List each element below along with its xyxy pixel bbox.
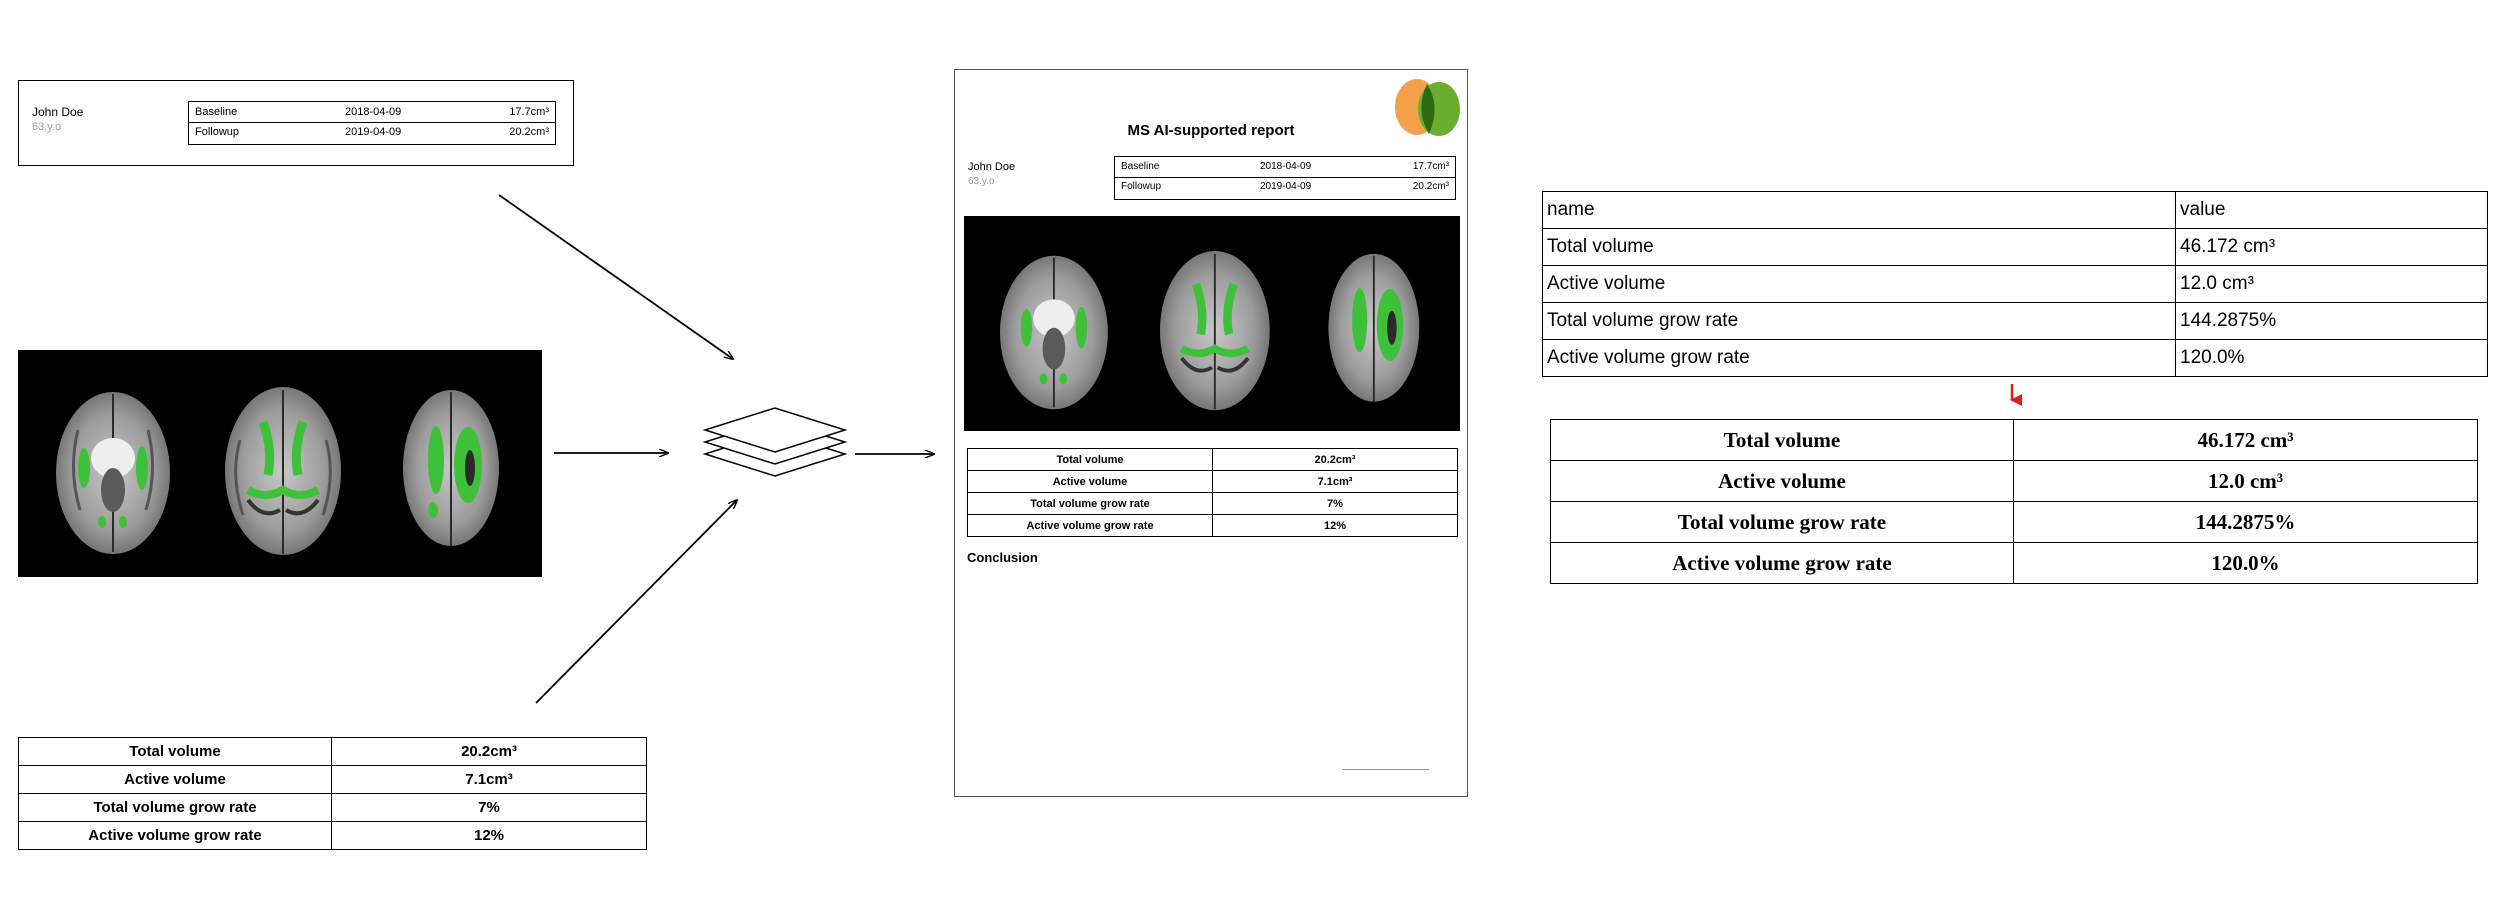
stat-value: 12%: [331, 821, 647, 850]
brain-slice-3: [403, 390, 499, 546]
exam-label: Baseline: [1121, 161, 1160, 172]
exam-row: Followup 2019-04-09 20.2cm³: [1115, 178, 1455, 197]
stat-value: 7%: [331, 793, 647, 822]
stat-value: 7.1cm³: [1212, 470, 1458, 493]
metric-name: Total volume: [1542, 228, 2176, 266]
exam-date: 2019-04-09: [1260, 181, 1312, 192]
stat-name: Active volume grow rate: [967, 514, 1213, 537]
arrow-from-stats: [535, 500, 737, 704]
table-row: Active volume grow rate 120.0%: [1542, 339, 2488, 377]
metric-name: Total volume grow rate: [1542, 302, 2176, 340]
table-row: Active volume grow rate 12%: [967, 514, 1458, 537]
exam-table: Baseline 2018-04-09 17.7cm³ Followup 201…: [1114, 156, 1456, 200]
exam-volume: 20.2cm³: [1412, 181, 1449, 192]
exam-volume: 17.7cm³: [509, 106, 549, 118]
table-row: Total volume 46.172 cm³: [1542, 228, 2488, 266]
metric-value: 144.2875%: [2013, 501, 2478, 543]
stat-value: 20.2cm³: [331, 737, 647, 766]
stat-name: Active volume: [967, 470, 1213, 493]
patient-name: John Doe: [32, 105, 84, 119]
exam-date: 2018-04-09: [345, 106, 402, 118]
metric-value: 120.0%: [2175, 339, 2488, 377]
exam-date: 2019-04-09: [345, 126, 402, 138]
stat-value: 7%: [1212, 492, 1458, 515]
exam-volume: 20.2cm³: [509, 126, 549, 138]
table-row: Total volume 46.172 cm³: [1550, 419, 2478, 461]
table-row: Active volume grow rate 12%: [18, 821, 647, 850]
metric-value: 12.0 cm³: [2013, 460, 2478, 502]
arrow-from-patient-card: [498, 194, 733, 359]
stat-name: Total volume: [18, 737, 332, 766]
patient-info-card: John Doe 63.y.o Baseline 2018-04-09 17.7…: [18, 80, 574, 166]
signature-line: [1342, 769, 1429, 770]
conclusion-heading: Conclusion: [967, 550, 1038, 565]
table-row: Total volume grow rate 144.2875%: [1542, 302, 2488, 340]
exam-label: Followup: [195, 126, 240, 138]
metric-name: Total volume grow rate: [1550, 501, 2014, 543]
exam-date: 2018-04-09: [1260, 161, 1312, 172]
metric-value: 46.172 cm³: [2175, 228, 2488, 266]
table-row: Active volume 7.1cm³: [18, 765, 647, 794]
result-table: name value Total volume 46.172 cm³ Activ…: [1542, 191, 2488, 377]
rendered-table: Total volume 46.172 cm³ Active volume 12…: [1550, 419, 2478, 584]
exam-label: Baseline: [195, 106, 238, 118]
table-row: Active volume 12.0 cm³: [1542, 265, 2488, 303]
exam-row: Baseline 2018-04-09 17.7cm³: [189, 103, 555, 123]
table-row: Total volume grow rate 7%: [967, 492, 1458, 515]
exam-label: Followup: [1121, 181, 1162, 192]
mri-scan-image: [18, 350, 542, 577]
logo-icon: [1395, 79, 1460, 136]
table-row: Total volume 20.2cm³: [967, 448, 1458, 471]
report-title: MS AI-supported report: [1127, 122, 1295, 139]
stat-name: Active volume grow rate: [18, 821, 332, 850]
brain-slice-1: [56, 392, 170, 554]
table-row: Active volume 12.0 cm³: [1550, 460, 2478, 502]
table-row: Total volume grow rate 7%: [18, 793, 647, 822]
brain-slice-2: [225, 387, 341, 555]
column-header-value: value: [2175, 191, 2488, 229]
metric-value: 46.172 cm³: [2013, 419, 2478, 461]
table-row: Active volume grow rate 120.0%: [1550, 542, 2478, 584]
stat-value: 7.1cm³: [331, 765, 647, 794]
stat-name: Total volume grow rate: [967, 492, 1213, 515]
table-row: Total volume grow rate 144.2875%: [1550, 501, 2478, 543]
exam-table: Baseline 2018-04-09 17.7cm³ Followup 201…: [188, 101, 556, 145]
stat-name: Total volume: [967, 448, 1213, 471]
metric-name: Active volume grow rate: [1550, 542, 2014, 584]
stat-name: Active volume: [18, 765, 332, 794]
patient-age: 63.y.o: [968, 176, 995, 187]
mri-scan-image: [964, 216, 1460, 431]
input-stats-table: Total volume 20.2cm³ Active volume 7.1cm…: [18, 737, 647, 850]
table-row: Active volume 7.1cm³: [967, 470, 1458, 493]
layers-icon: [702, 407, 848, 477]
stat-value: 20.2cm³: [1212, 448, 1458, 471]
table-header-row: name value: [1542, 191, 2488, 229]
exam-volume: 17.7cm³: [1412, 161, 1449, 172]
metric-value: 144.2875%: [2175, 302, 2488, 340]
metric-name: Active volume: [1550, 460, 2014, 502]
metric-value: 12.0 cm³: [2175, 265, 2488, 303]
exam-row: Baseline 2018-04-09 17.7cm³: [1115, 158, 1455, 178]
metric-name: Total volume: [1550, 419, 2014, 461]
stat-value: 12%: [1212, 514, 1458, 537]
table-row: Total volume 20.2cm³: [18, 737, 647, 766]
stat-name: Total volume grow rate: [18, 793, 332, 822]
metric-value: 120.0%: [2013, 542, 2478, 584]
report-stats-table: Total volume 20.2cm³ Active volume 7.1cm…: [967, 448, 1458, 537]
column-header-name: name: [1542, 191, 2176, 229]
metric-name: Active volume grow rate: [1542, 339, 2176, 377]
patient-age: 63.y.o: [32, 121, 62, 133]
exam-row: Followup 2019-04-09 20.2cm³: [189, 123, 555, 142]
metric-name: Active volume: [1542, 265, 2176, 303]
patient-name: John Doe: [968, 161, 1016, 173]
report-page: MS AI-supported report John Doe 63.y.o B…: [954, 69, 1468, 797]
